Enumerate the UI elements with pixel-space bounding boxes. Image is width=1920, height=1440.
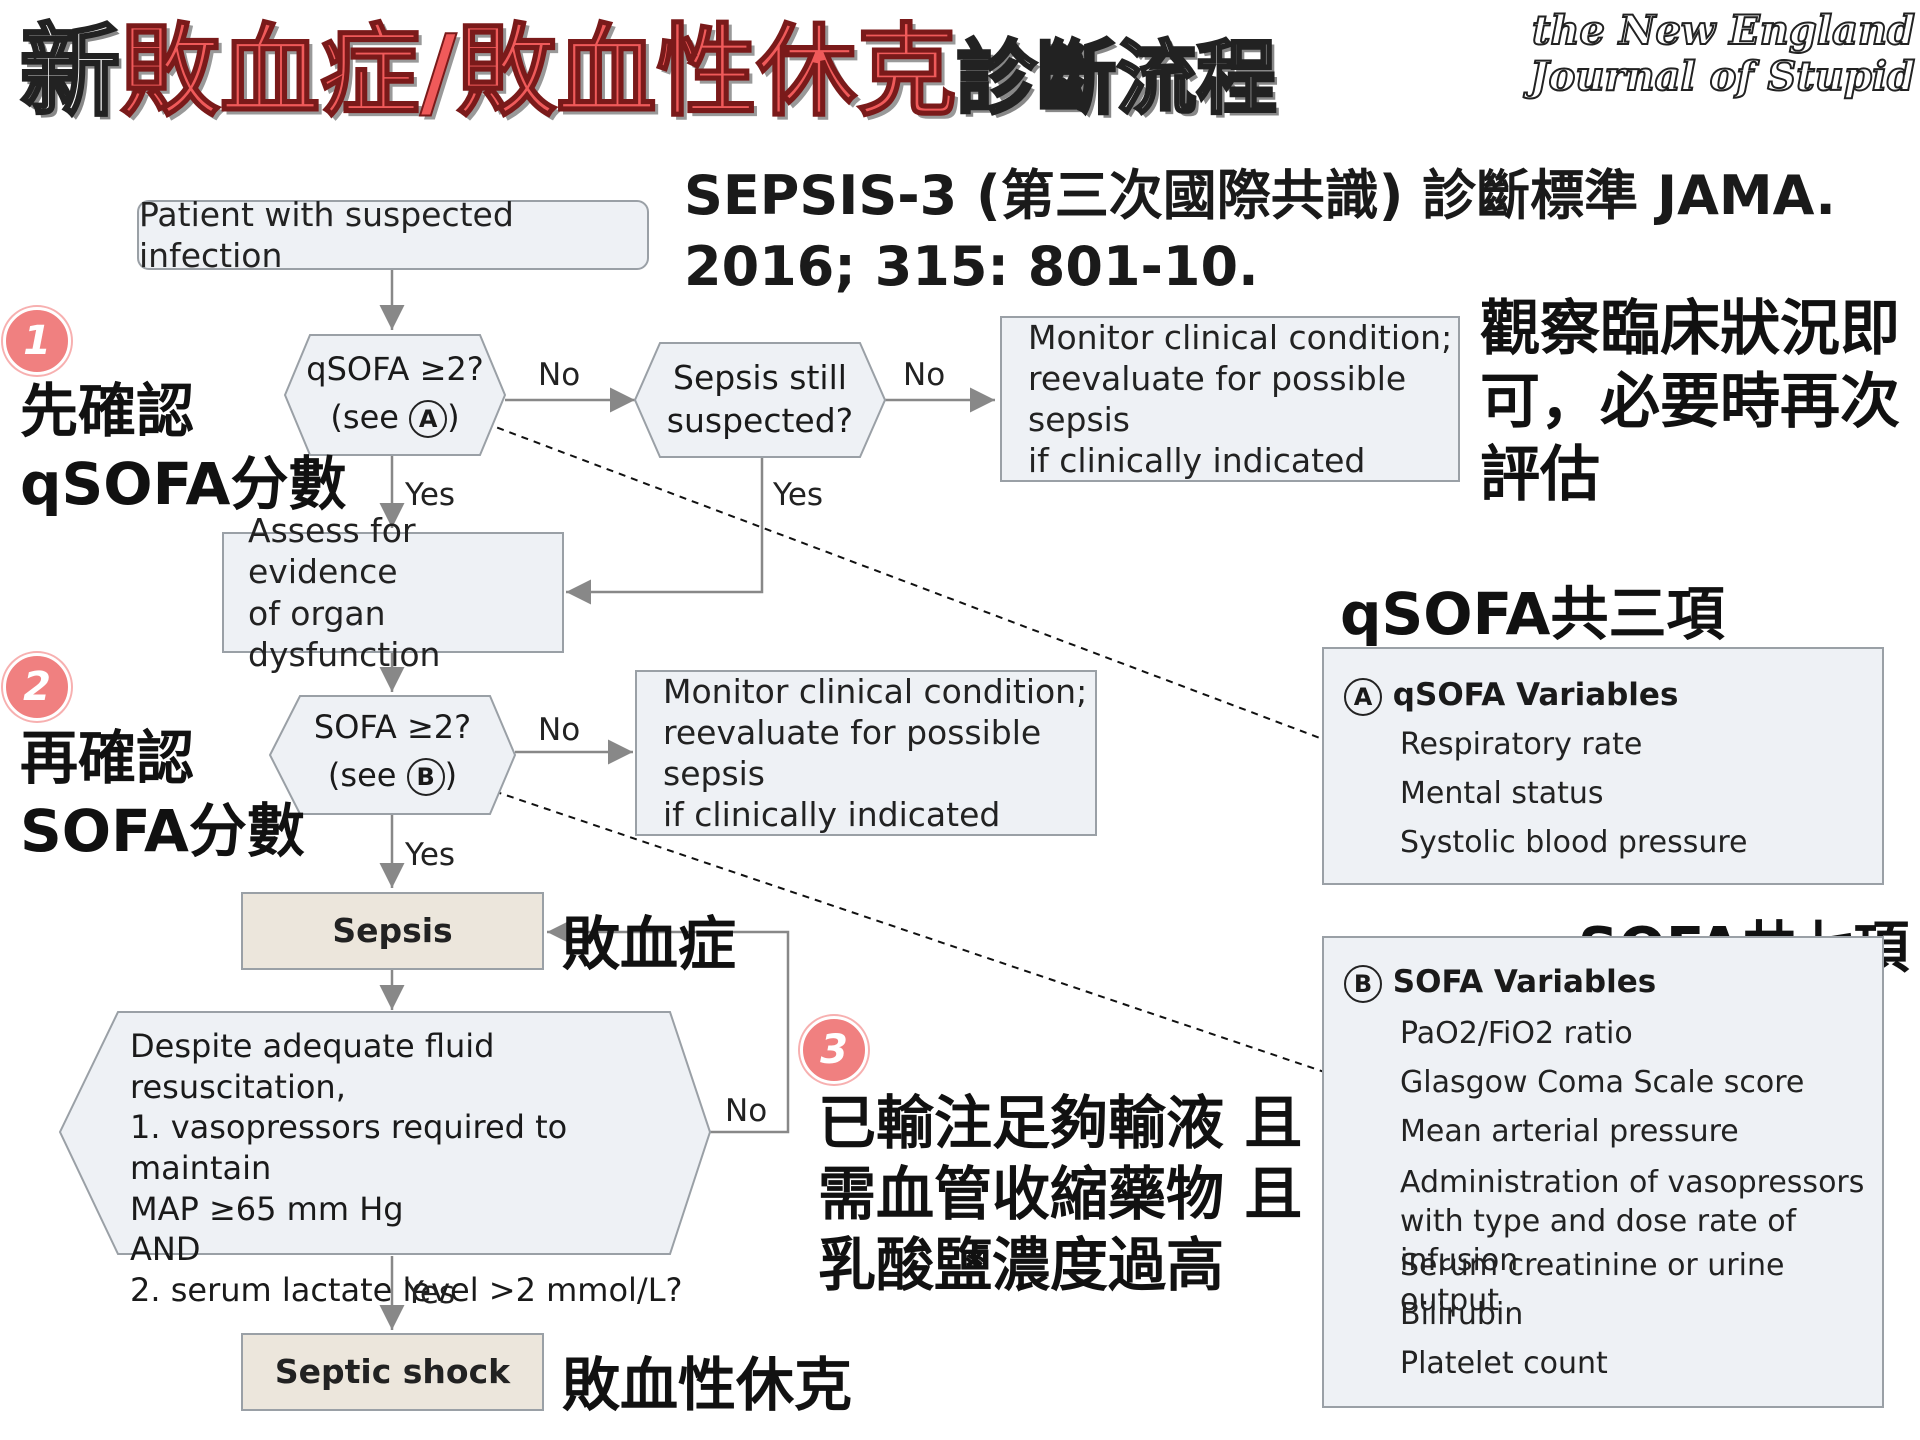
sofa-variable: PaO2/FiO2 ratio — [1400, 1016, 1633, 1051]
label-sofa-no: No — [538, 712, 581, 748]
monitor-box-2: Monitor clinical condition; reevaluate f… — [635, 670, 1097, 836]
start-label: Patient with suspected infection — [139, 194, 514, 275]
label-shock-yes: Yes — [405, 1275, 456, 1311]
annotation-step3: 已輸注足夠輸液 且 需血管收縮藥物 且 乳酸鹽濃度過高 — [818, 1089, 1303, 1299]
title-highlight: 敗血症/敗血性休克 — [119, 12, 958, 131]
step-badge-1: 1 — [3, 307, 71, 375]
sofa-variables-heading: B SOFA Variables — [1344, 964, 1656, 1003]
sofa-variable: Serum creatinine or urine output — [1400, 1248, 1785, 1318]
arrow-shock-no — [547, 919, 790, 1134]
sofa-variables-panel: B SOFA Variables PaO2/FiO2 ratio Glasgow… — [1322, 936, 1884, 1408]
sofa-variable: Mean arterial pressure — [1400, 1114, 1739, 1149]
sofa-question: SOFA ≥2? — [313, 708, 472, 746]
sofa-variable: Bilirubin — [1400, 1297, 1524, 1332]
label-qsofa-yes: Yes — [405, 477, 456, 513]
monitor-box-1: Monitor clinical condition; reevaluate f… — [1000, 316, 1460, 482]
sofa-decision: SOFA ≥2? (see B) — [270, 703, 515, 799]
title-prefix: 新 — [19, 12, 122, 132]
annotation-step2: 再確認 SOFA分數 — [20, 724, 305, 865]
qsofa-variables-heading: A qSOFA Variables — [1344, 677, 1678, 716]
annotation-qsofa-count: qSOFA共三項 — [1340, 580, 1725, 648]
annotation-observe: 觀察臨床狀況即 可，必要時再次 評估 — [1480, 294, 1900, 511]
citation: SEPSIS-3 (第三次國際共識) 診斷標準 JAMA. 2016; 315:… — [684, 160, 1836, 303]
annotation-sepsis: 敗血症 — [562, 910, 737, 978]
sofa-variables-letter: B — [1344, 964, 1382, 1003]
sofa-ref-letter: B — [406, 758, 445, 796]
annotation-septic-shock: 敗血性休克 — [562, 1351, 853, 1419]
qsofa-variable: Respiratory rate — [1400, 727, 1643, 762]
step-badge-3: 3 — [800, 1016, 868, 1084]
label-still-no: No — [903, 357, 946, 393]
citation-line-1: SEPSIS-3 (第三次國際共識) 診斷標準 JAMA. — [684, 164, 1836, 227]
qsofa-variables-letter: A — [1344, 677, 1382, 716]
sepsis-box: Sepsis — [241, 892, 544, 970]
label-sofa-yes: Yes — [405, 837, 456, 873]
shock-decision-shape — [58, 1011, 712, 1255]
assess-box: Assess for evidence of organ dysfunction — [222, 511, 564, 674]
sofa-variable: Glasgow Coma Scale score — [1400, 1065, 1805, 1100]
sepsis-still-decision: Sepsis still suspected? — [666, 358, 854, 440]
label-shock-no: No — [725, 1093, 768, 1129]
annotation-step1: 先確認 qSOFA分數 — [20, 377, 347, 518]
label-still-yes: Yes — [773, 477, 824, 513]
qsofa-decision-shape — [283, 334, 507, 456]
logo-line-2: Journal of Stupid — [1529, 53, 1916, 101]
sofa-see-ref: (see B) — [327, 756, 458, 796]
citation-line-2: 2016; 315: 801-10. — [684, 235, 1259, 299]
title-suffix: 診斷流程 — [955, 31, 1278, 127]
qsofa-decision: qSOFA ≥2? (see A) — [285, 345, 505, 441]
sofa-variable: Platelet count — [1400, 1346, 1608, 1381]
sepsis-still-decision-shape — [633, 342, 887, 458]
sofa-decision-shape — [268, 695, 517, 815]
qsofa-variable: Mental status — [1400, 776, 1604, 811]
qsofa-variables-panel: A qSOFA Variables Respiratory rate Menta… — [1322, 647, 1884, 885]
start-box: Patient with suspected infection — [137, 195, 649, 275]
qsofa-variable: Systolic blood pressure — [1400, 825, 1748, 860]
qsofa-ref-letter: A — [409, 400, 448, 438]
qsofa-question: qSOFA ≥2? — [306, 350, 484, 388]
page-title: 新敗血症/敗血性休克診斷流程 — [19, 12, 1279, 132]
qsofa-see-ref: (see A) — [330, 398, 460, 438]
shock-decision: Despite adequate fluid resuscitation, 1.… — [130, 1027, 683, 1309]
sofa-variable: Administration of vasopressors with type… — [1400, 1165, 1865, 1278]
arrow-still-yes — [566, 455, 764, 605]
label-qsofa-no: No — [538, 357, 581, 393]
dashed-link-sofa-vars — [469, 782, 1358, 1087]
step-badge-2: 2 — [3, 653, 71, 721]
logo-line-1: the New England — [1531, 7, 1916, 55]
septic-shock-box: Septic shock — [241, 1333, 544, 1411]
logo: the New England Journal of Stupid — [1505, 7, 1916, 101]
